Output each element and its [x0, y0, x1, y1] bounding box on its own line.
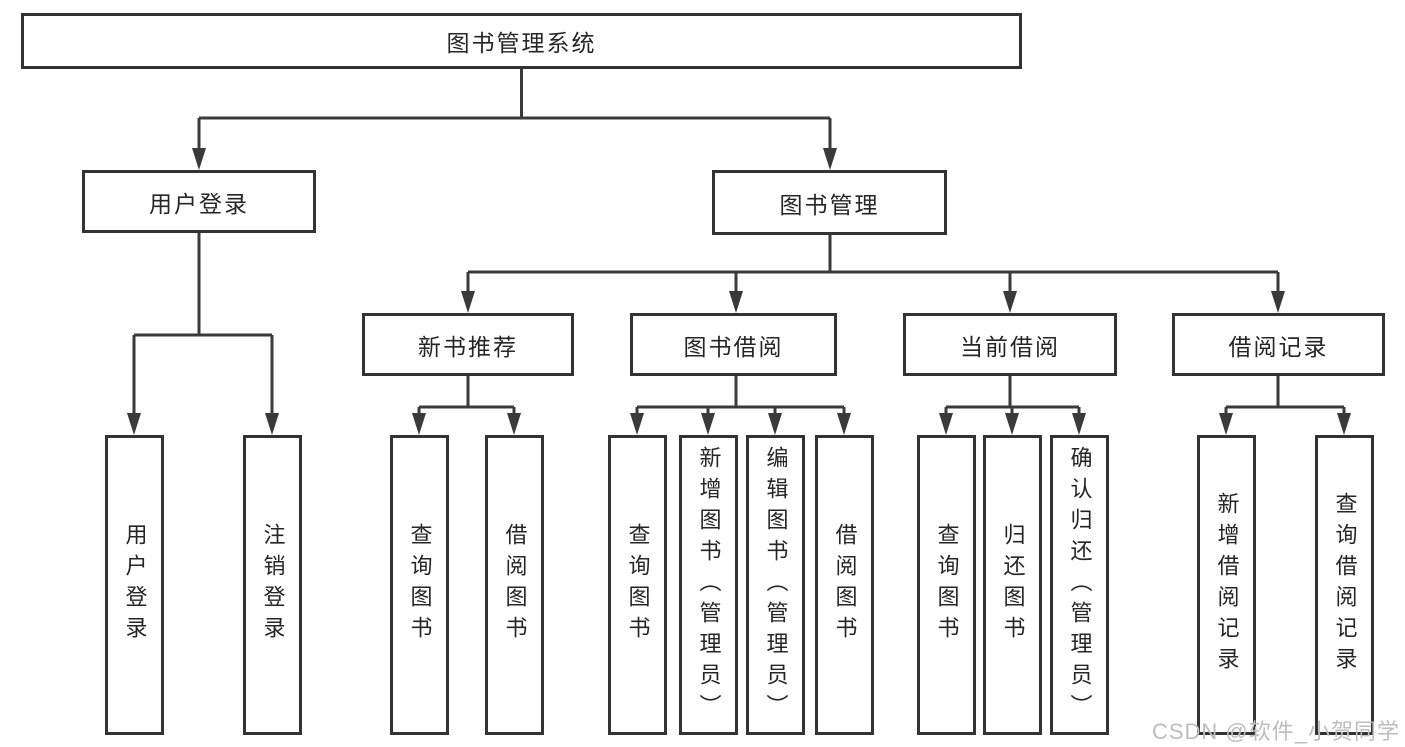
leaf-query-books-current: 查询图书 — [917, 435, 976, 735]
leaf-logout: 注销登录 — [243, 435, 302, 735]
leaf-add-borrow-record-label: 新增借阅记录 — [1214, 492, 1240, 678]
node-book-management: 图书管理 — [712, 170, 947, 235]
node-root-label: 图书管理系统 — [446, 30, 597, 56]
node-current-borrowing: 当前借阅 — [903, 313, 1117, 376]
leaf-borrow-books-borrowing-label: 借阅图书 — [832, 523, 858, 647]
node-new-book-recommendation-label: 新书推荐 — [418, 333, 518, 360]
node-book-borrowing: 图书借阅 — [630, 313, 837, 376]
leaf-add-borrow-record: 新增借阅记录 — [1197, 435, 1256, 735]
leaf-query-books-borrowing-label: 查询图书 — [625, 523, 651, 647]
leaf-add-books-admin: 新增图书（管理员） — [679, 435, 738, 735]
node-book-borrowing-label: 图书借阅 — [683, 333, 784, 360]
leaf-borrow-books-recommend-label: 借阅图书 — [502, 523, 528, 647]
leaf-confirm-return-admin: 确认归还（管理员） — [1050, 435, 1109, 735]
leaf-borrow-books-borrowing: 借阅图书 — [815, 435, 874, 735]
leaf-edit-books-admin: 编辑图书（管理员） — [746, 435, 805, 735]
leaf-confirm-return-admin-label: 确认归还（管理员） — [1067, 445, 1093, 725]
leaf-user-login: 用户登录 — [105, 435, 164, 735]
leaf-user-login-label: 用户登录 — [122, 523, 148, 647]
csdn-watermark: CSDN @软件_小贺同学 — [1151, 719, 1400, 744]
node-user-login-label: 用户登录 — [149, 190, 249, 217]
leaf-add-books-admin-label: 新增图书（管理员） — [696, 445, 722, 725]
node-current-borrowing-label: 当前借阅 — [960, 333, 1060, 360]
leaf-query-borrow-record: 查询借阅记录 — [1315, 435, 1374, 735]
node-user-login: 用户登录 — [82, 170, 316, 233]
leaf-return-books-label: 归还图书 — [1000, 523, 1026, 647]
leaf-query-books-borrowing: 查询图书 — [608, 435, 667, 735]
leaf-query-borrow-record-label: 查询借阅记录 — [1332, 492, 1358, 678]
node-borrowing-records: 借阅记录 — [1172, 313, 1385, 376]
leaf-query-books-current-label: 查询图书 — [934, 523, 960, 647]
leaf-edit-books-admin-label: 编辑图书（管理员） — [763, 445, 789, 725]
node-book-management-label: 图书管理 — [779, 191, 880, 218]
node-root: 图书管理系统 — [21, 13, 1022, 69]
leaf-query-books-recommend: 查询图书 — [390, 435, 449, 735]
leaf-query-books-recommend-label: 查询图书 — [407, 523, 433, 647]
node-borrowing-records-label: 借阅记录 — [1228, 333, 1329, 360]
leaf-return-books: 归还图书 — [983, 435, 1042, 735]
leaf-borrow-books-recommend: 借阅图书 — [485, 435, 544, 735]
node-new-book-recommendation: 新书推荐 — [362, 313, 574, 376]
leaf-logout-label: 注销登录 — [260, 523, 286, 647]
